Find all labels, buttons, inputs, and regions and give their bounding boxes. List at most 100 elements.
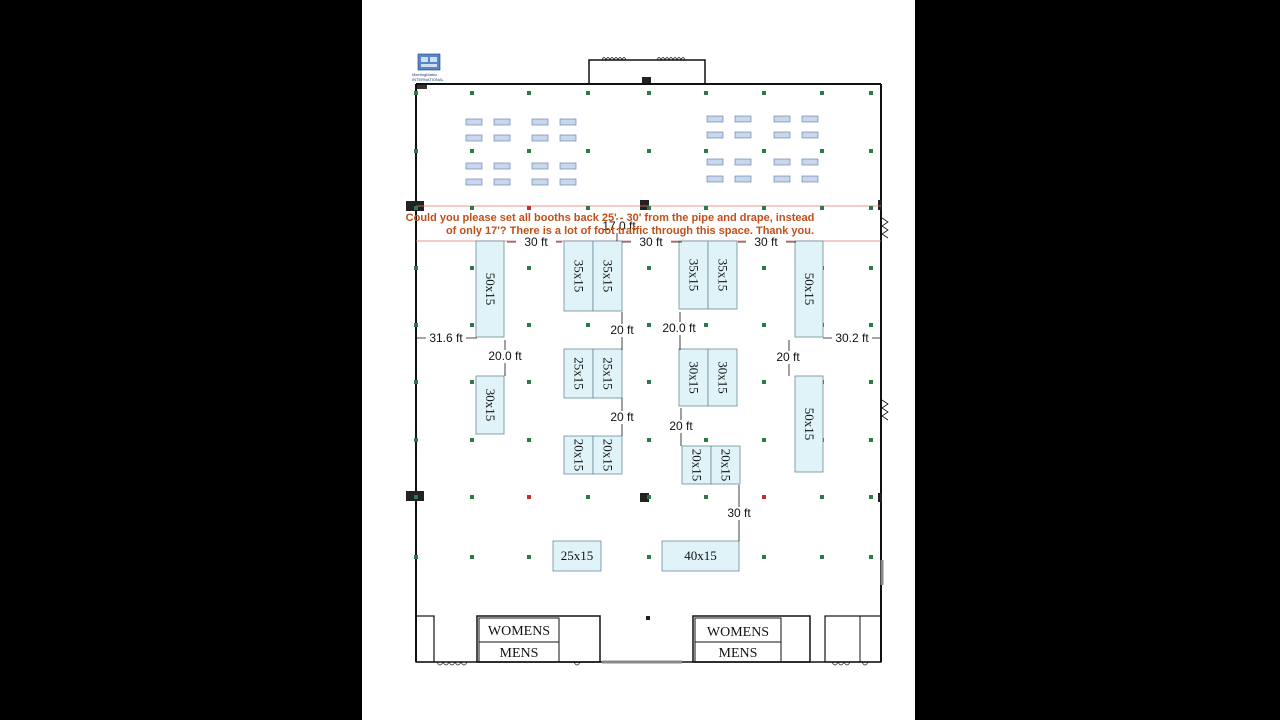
column-marker [869, 91, 873, 95]
booth-label: 30x15 [716, 361, 731, 394]
column-marker [762, 266, 766, 270]
dimension-label-bg [659, 322, 699, 335]
revision-note: Could you please set all booths back 25'… [406, 212, 815, 237]
floor-plan-page: MeetingMatrix INTERNATIONAL 50x15 [362, 0, 915, 720]
mens-restroom-left: MENS [500, 646, 539, 661]
booth-b-20x15-b [592, 435, 623, 475]
column-marker [414, 91, 418, 95]
booth-label: 20x15 [719, 449, 734, 482]
seating-table [559, 178, 577, 186]
bottom-doors [436, 660, 869, 666]
column-marker [470, 495, 474, 499]
booth-label: 25x15 [572, 357, 587, 390]
booth-label: 35x15 [601, 260, 616, 293]
column-marker [647, 495, 651, 499]
dimension-d-31-6ft: 31.6 ft [429, 331, 463, 345]
booth-label: 35x15 [572, 260, 587, 293]
column-marker [647, 555, 651, 559]
column-marker [646, 616, 650, 620]
column-marker [647, 266, 651, 270]
column-marker [527, 266, 531, 270]
dimension-label-bg [485, 350, 525, 363]
seating-table [773, 175, 791, 183]
seating-table [773, 115, 791, 123]
column-marker [470, 206, 474, 210]
booth-label: 20x15 [690, 449, 705, 482]
dimension-label-bg [719, 507, 759, 520]
seating-table [493, 118, 511, 126]
column-marker [869, 438, 873, 442]
seating-table [801, 115, 819, 123]
column-marker [820, 555, 824, 559]
column-marker [586, 149, 590, 153]
seating-table [734, 175, 752, 183]
column-marker [869, 206, 873, 210]
dimension-d-30-2ft: 30.2 ft [835, 331, 869, 345]
hall-walls [406, 83, 889, 663]
dimension-label-bg [516, 236, 556, 249]
column-marker [414, 149, 418, 153]
column-marker [414, 495, 418, 499]
booth-b-30x15-left [475, 375, 505, 435]
dimension-label-bg [631, 236, 671, 249]
booth-b-50x15-right-bottom [794, 375, 824, 473]
column-marker [414, 380, 418, 384]
seating-table [531, 162, 549, 170]
mens-restroom-right: MENS [719, 646, 758, 661]
womens-restroom-left: WOMENS [488, 624, 550, 639]
booth-b-35x15-d [707, 240, 738, 310]
column-marker [762, 555, 766, 559]
seating-table [531, 178, 549, 186]
column-marker [869, 149, 873, 153]
booth-label: 20x15 [572, 439, 587, 472]
dimension-d-30ft-b: 30 ft [639, 235, 663, 249]
dimension-d-20ft-mid-a: 20 ft [610, 323, 634, 337]
column-marker [414, 555, 418, 559]
booth-b-20x15-d [710, 445, 741, 485]
column-marker [586, 495, 590, 499]
booth-b-25x15-b [592, 348, 623, 399]
column-marker [414, 438, 418, 442]
column-marker [470, 438, 474, 442]
booth-label: 30x15 [687, 361, 702, 394]
column-marker [414, 323, 418, 327]
seating-table [559, 162, 577, 170]
column-marker [527, 323, 531, 327]
booth-b-50x15-right-top [794, 240, 824, 338]
column-marker [647, 323, 651, 327]
booth-b-20x15-c [681, 445, 712, 485]
seating-table [801, 131, 819, 139]
dimension-label-bg [602, 324, 642, 337]
restrooms [415, 615, 882, 663]
seating-table [734, 158, 752, 166]
seating-table [801, 175, 819, 183]
column-marker [762, 380, 766, 384]
column-marker [869, 555, 873, 559]
seating-table [734, 115, 752, 123]
dimension-d-30ft-bottom: 30 ft [727, 506, 751, 520]
booth-b-35x15-b [592, 240, 623, 312]
column-marker [527, 555, 531, 559]
seating-table [465, 178, 483, 186]
dimension-d-20ft-mid-d: 20 ft [669, 419, 693, 433]
column-marker [527, 149, 531, 153]
column-marker [704, 438, 708, 442]
column-marker [470, 149, 474, 153]
column-marker [704, 206, 708, 210]
dimension-label-bg [599, 220, 639, 233]
column-marker [762, 438, 766, 442]
column-marker [820, 91, 824, 95]
meetingmatrix-logo: MeetingMatrix INTERNATIONAL [412, 53, 444, 82]
column-marker [704, 495, 708, 499]
floor-plan-svg: MeetingMatrix INTERNATIONAL 50x15 [406, 53, 889, 666]
seating-table [465, 134, 483, 142]
column-marker [869, 380, 873, 384]
dimension-label-bg [426, 332, 466, 345]
column-marker [647, 380, 651, 384]
seating-table [801, 158, 819, 166]
seating-table [493, 162, 511, 170]
column-marker [869, 323, 873, 327]
logo-name: MeetingMatrix [412, 72, 437, 77]
note-line-2: of only 17'? There is a lot of foot traf… [446, 225, 814, 237]
seating-table [734, 131, 752, 139]
